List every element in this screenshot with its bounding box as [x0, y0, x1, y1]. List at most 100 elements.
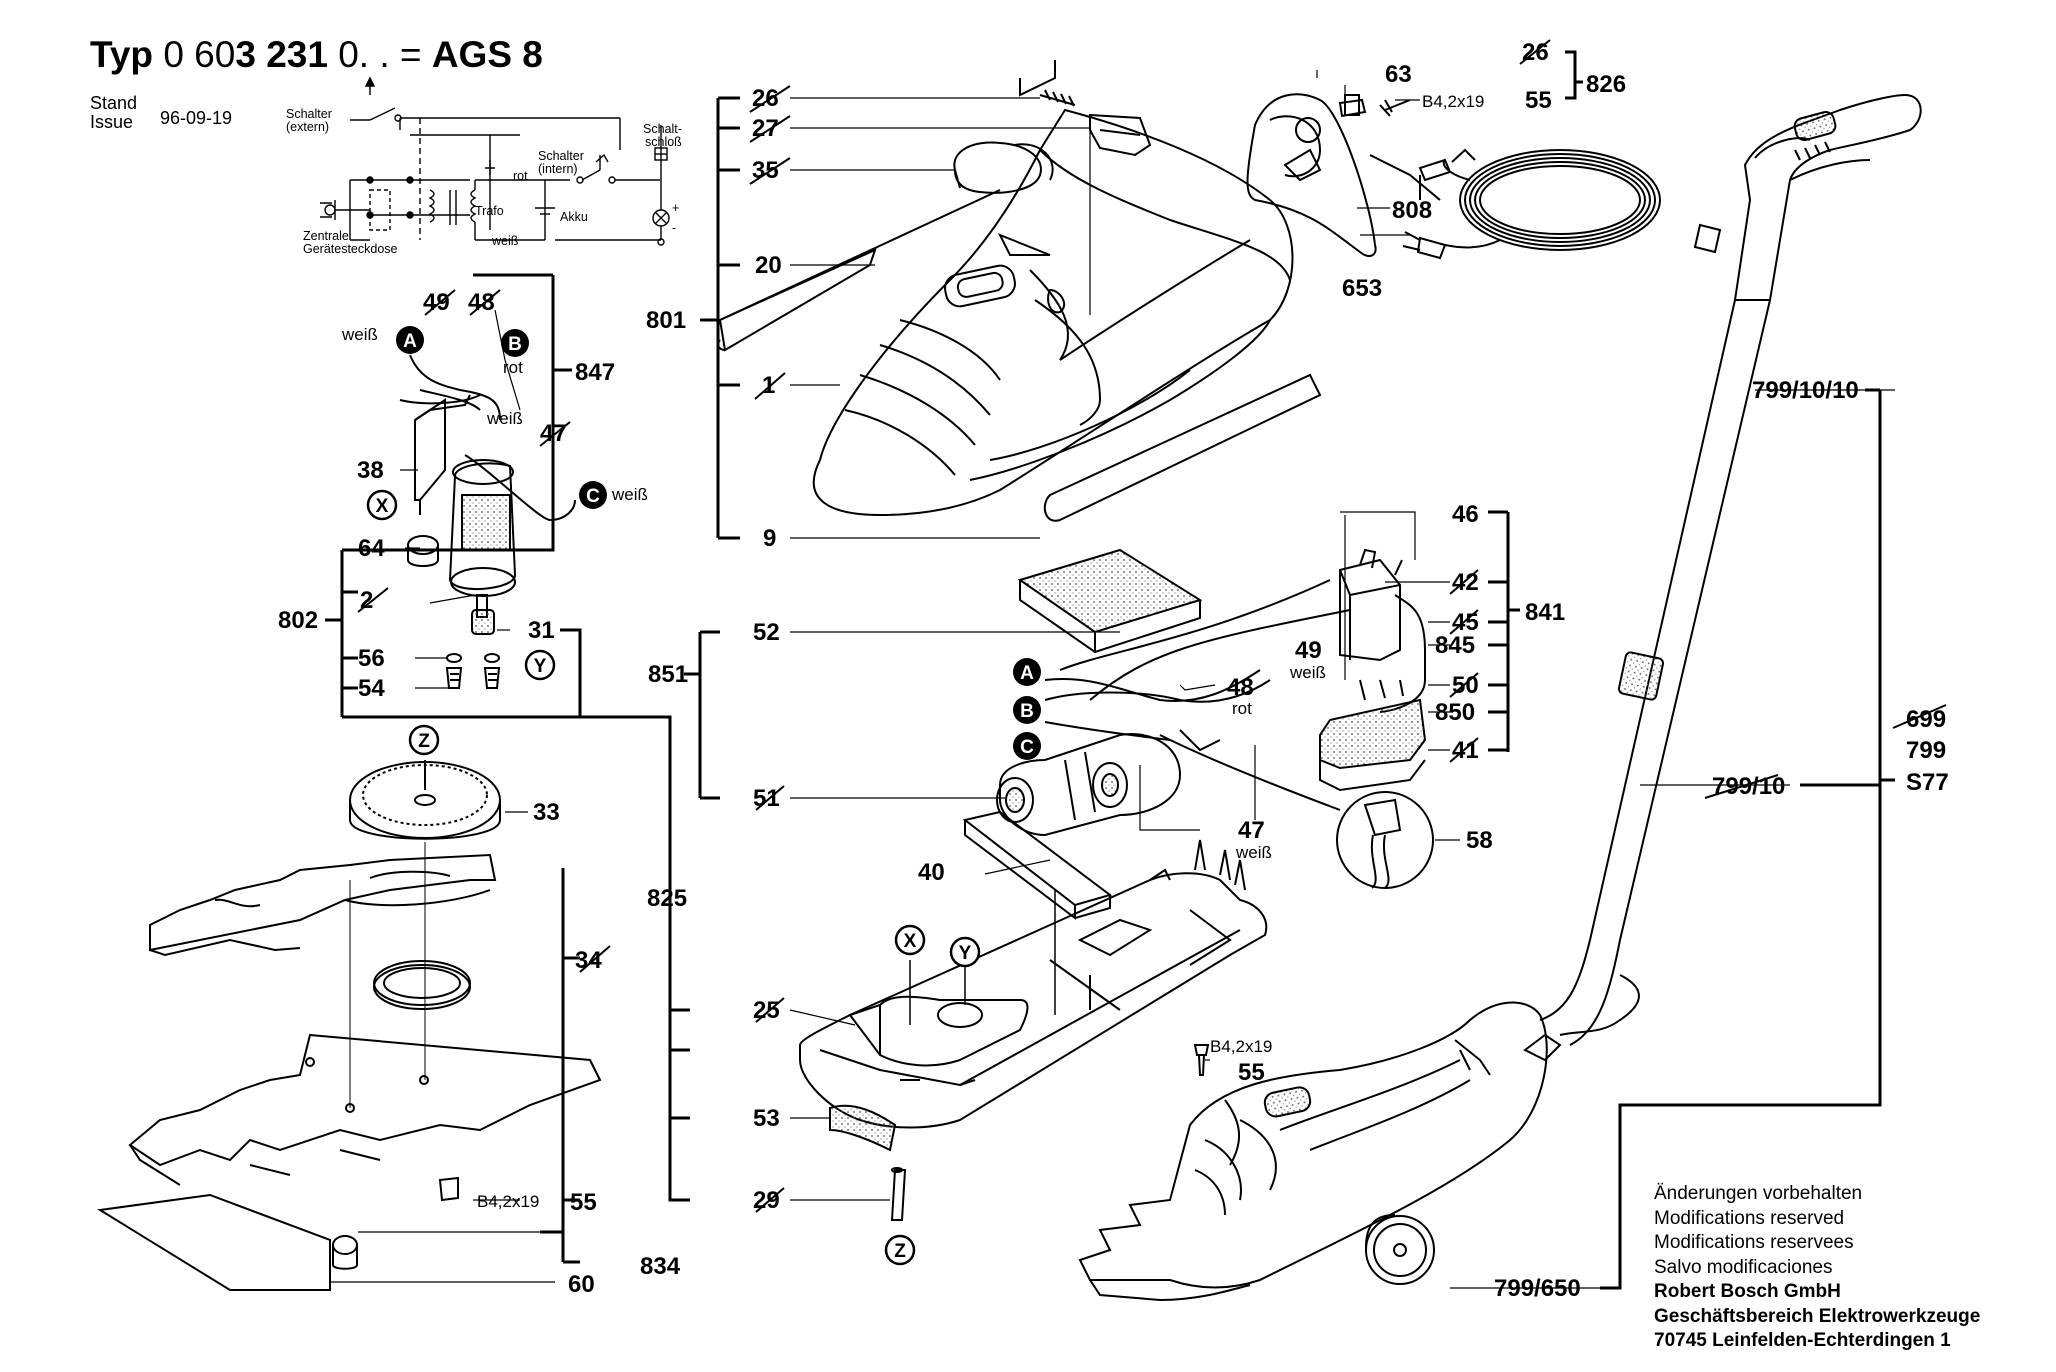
part-64: 64 — [358, 535, 385, 562]
marker-y-tray: Y — [949, 936, 981, 968]
part-55-blade: 55 — [570, 1189, 597, 1216]
part-825: 825 — [647, 885, 687, 912]
marker-c-motor: C — [579, 481, 607, 509]
svg-text:X: X — [904, 931, 917, 952]
svg-text:Y: Y — [534, 656, 547, 677]
weiss-c: weiß — [611, 485, 648, 504]
marker-b-motor: B — [501, 329, 529, 357]
part-48b: 48 — [1227, 674, 1254, 701]
issue-label: Issue — [90, 112, 134, 132]
footer-notes: Änderungen vorbehalten Modifications res… — [1654, 1182, 1980, 1354]
marker-z-gear: Z — [408, 724, 440, 756]
rot-48b: rot — [1232, 699, 1252, 718]
gear-33 — [349, 760, 501, 840]
part-1: 1 — [762, 372, 775, 399]
thin-leaders — [330, 70, 1895, 1289]
akku-label: Akku — [560, 210, 588, 224]
company-division: Geschäftsbereich Elektrowerkzeuge — [1654, 1305, 1981, 1327]
svg-text:Z: Z — [894, 1241, 906, 1262]
part-31: 31 — [528, 617, 555, 644]
company-name: Robert Bosch GmbH — [1654, 1281, 1841, 1302]
part-29: 29 — [753, 1187, 780, 1214]
part-9: 9 — [763, 525, 776, 552]
svg-text:Z: Z — [418, 731, 430, 752]
housing-group-801 — [716, 108, 1322, 522]
schalter-intern-sub: (intern) — [538, 162, 578, 176]
marker-x-motor: X — [366, 489, 398, 521]
weiss-49b: weiß — [1289, 663, 1326, 682]
footer-line-de: Änderungen vorbehalten — [1654, 1183, 1863, 1204]
title-line: Typ 0 603 231 0. . = AGS 8 — [90, 34, 543, 76]
blade-group-834 — [97, 842, 602, 1291]
stand-label: Stand — [90, 93, 138, 113]
parts-53-29 — [829, 1044, 1210, 1221]
part-799-650: 799/650 — [1494, 1275, 1581, 1302]
marker-z-pin: Z — [884, 1234, 916, 1266]
schalter-extern-sub: (extern) — [286, 120, 329, 134]
part-47a: 47 — [540, 420, 567, 447]
part-35: 35 — [752, 157, 779, 184]
footer-line-fr: Modifications reservees — [1654, 1232, 1854, 1253]
part-20: 20 — [755, 252, 782, 279]
part-802: 802 — [278, 607, 318, 634]
part-33: 33 — [533, 799, 560, 826]
part-49a: 49 — [423, 289, 450, 316]
issue-date: 96-09-19 — [160, 108, 233, 128]
screw-label-blade: B4,2x19 — [477, 1192, 539, 1211]
assembled-shear — [1078, 1001, 1562, 1302]
svg-text:B: B — [508, 334, 522, 355]
part-numbers: 26 27 35 20 801 1 9 63 B4,2x19 55 26 826… — [278, 39, 1949, 1302]
marker-a-battery: A — [1013, 658, 1041, 686]
part-834: 834 — [640, 1253, 681, 1280]
part-826: 826 — [1586, 71, 1626, 98]
part-34: 34 — [575, 947, 602, 974]
part-54: 54 — [358, 675, 385, 702]
part-799: 799 — [1906, 737, 1946, 764]
svg-text:X: X — [376, 496, 389, 517]
rot-b: rot — [503, 358, 523, 377]
part-841: 841 — [1525, 599, 1565, 626]
typ-suffix: 0. . = — [338, 34, 422, 75]
part-699: 699 — [1906, 706, 1946, 733]
schematic-plus: + — [672, 201, 679, 215]
schalter-intern-label: Schalter — [538, 149, 584, 163]
schalter-extern-label: Schalter — [286, 107, 332, 121]
marker-a-motor: A — [396, 326, 424, 354]
part-808: 808 — [1392, 197, 1432, 224]
part-41: 41 — [1452, 737, 1479, 764]
part-48a: 48 — [468, 289, 495, 316]
part-25: 25 — [753, 997, 780, 1024]
part-26b: 26 — [1522, 39, 1549, 66]
part-38: 38 — [357, 457, 384, 484]
weiss-mid: weiß — [486, 409, 523, 428]
part-850: 850 — [1435, 699, 1475, 726]
part-58: 58 — [1466, 827, 1493, 854]
part-55-top: 55 — [1525, 87, 1552, 114]
part-2: 2 — [360, 587, 373, 614]
svg-text:Y: Y — [959, 943, 972, 964]
schaltschloss-sub: schloß — [645, 135, 682, 149]
connector-detail-58 — [1336, 791, 1434, 889]
part-52: 52 — [753, 619, 780, 646]
switch-group-841 — [1319, 548, 1427, 792]
schematic-labels: Schalter (extern) Schalter (intern) Scha… — [286, 107, 682, 256]
part-50: 50 — [1452, 672, 1479, 699]
felt-strip-40 — [962, 810, 1113, 921]
switch-27 — [1089, 113, 1152, 157]
screw-label-top: B4,2x19 — [1422, 92, 1484, 111]
part-799-10: 799/10 — [1712, 773, 1785, 800]
weiss-wire-label: weiß — [491, 234, 519, 248]
typ-label: Typ — [90, 34, 154, 75]
strikeouts — [357, 39, 1947, 1213]
schaltschloss-label: Schalt- — [643, 122, 682, 136]
part-53: 53 — [753, 1105, 780, 1132]
marker-x-tray: X — [894, 924, 926, 956]
part-47b: 47 — [1238, 817, 1265, 844]
typ-prefix: 0 60 — [163, 34, 236, 75]
footer-line-es: Salvo modificaciones — [1654, 1256, 1833, 1278]
part-801: 801 — [646, 307, 686, 334]
typ-number: 3 231 — [235, 34, 328, 75]
part-847: 847 — [575, 359, 615, 386]
svg-text:B: B — [1020, 701, 1034, 722]
stand-issue-label: Stand Issue — [90, 94, 137, 132]
